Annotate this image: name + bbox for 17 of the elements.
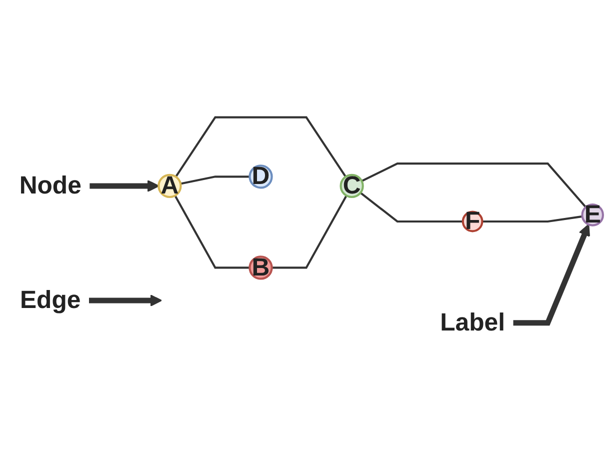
node-circle: A [158, 171, 182, 200]
connector-line [174, 195, 250, 269]
connector-line [361, 162, 587, 208]
node-circle: B [248, 253, 273, 281]
connector-line [482, 215, 582, 223]
pointer-arrow [513, 224, 590, 326]
connector-line [272, 195, 348, 269]
annotation-text: Edge [20, 286, 81, 314]
node-circle: C [340, 171, 364, 200]
annotation-text: Node [19, 171, 82, 200]
connector-line [180, 176, 250, 185]
connector-line [174, 116, 347, 178]
node-circle: D [248, 162, 273, 190]
pointer-arrow [90, 180, 160, 192]
annotation-text: Label [440, 308, 505, 336]
pointer-arrow [89, 294, 162, 307]
connector-line [360, 192, 463, 223]
